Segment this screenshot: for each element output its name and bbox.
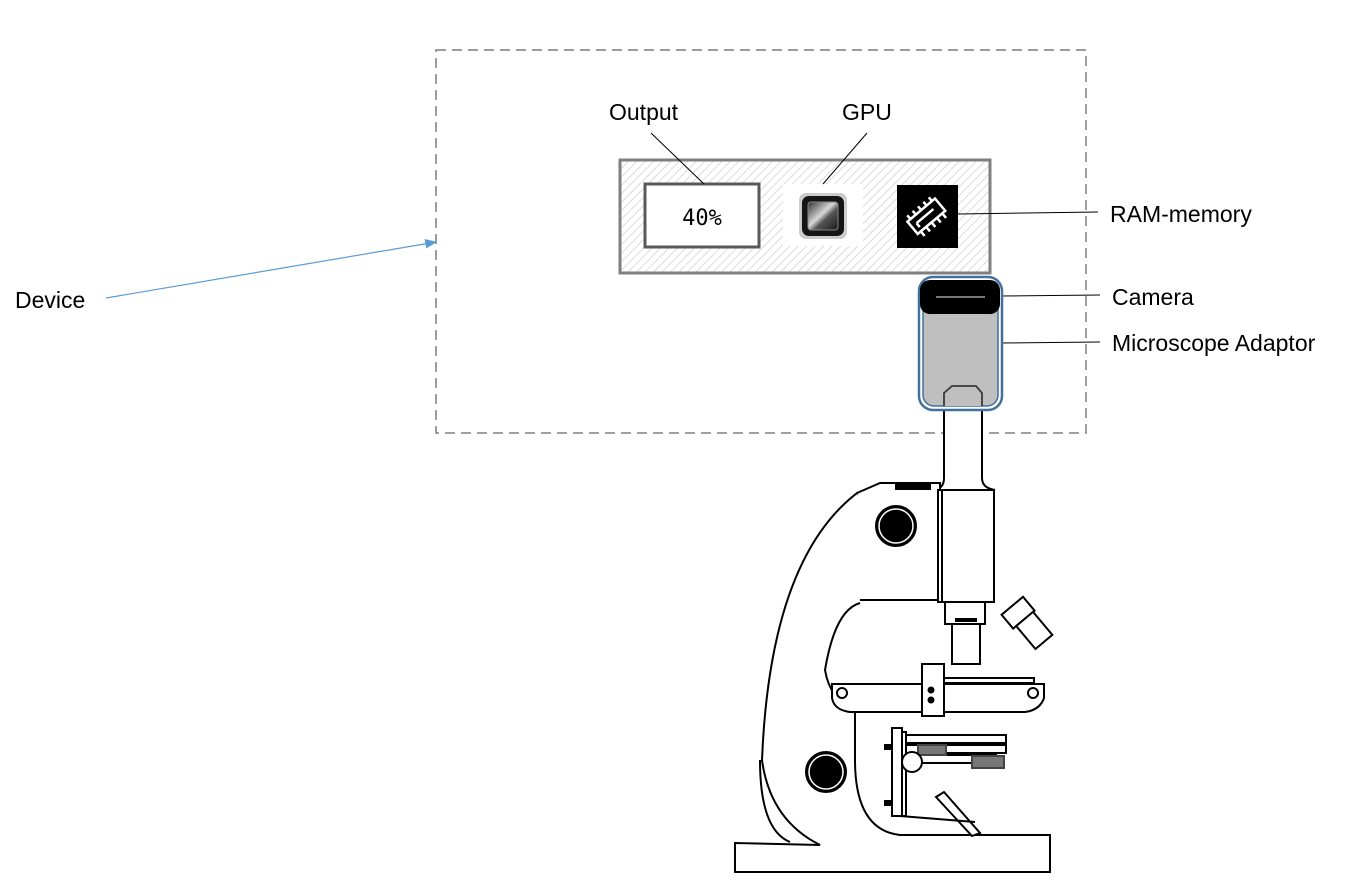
ram-memory-label: RAM-memory (1110, 201, 1252, 227)
device-arrow (105, 239, 438, 299)
adaptor-leader (1001, 341, 1101, 344)
device-label: Device (15, 287, 86, 313)
microscope-illustration (734, 387, 1054, 873)
gpu-label: GPU (842, 99, 892, 125)
gpu-chip-icon (783, 184, 863, 246)
microscope-adaptor-label: Microscope Adaptor (1112, 330, 1316, 356)
gpu-leader (822, 132, 868, 185)
camera-leader (999, 294, 1101, 297)
ram-chip-icon (897, 185, 958, 248)
output-display (643, 182, 761, 249)
camera-label: Camera (1112, 284, 1194, 310)
ram-leader (957, 211, 1099, 215)
output-value: 40% (682, 206, 722, 231)
output-label: Output (609, 99, 679, 125)
camera-module (920, 280, 1000, 314)
output-leader (650, 132, 705, 185)
